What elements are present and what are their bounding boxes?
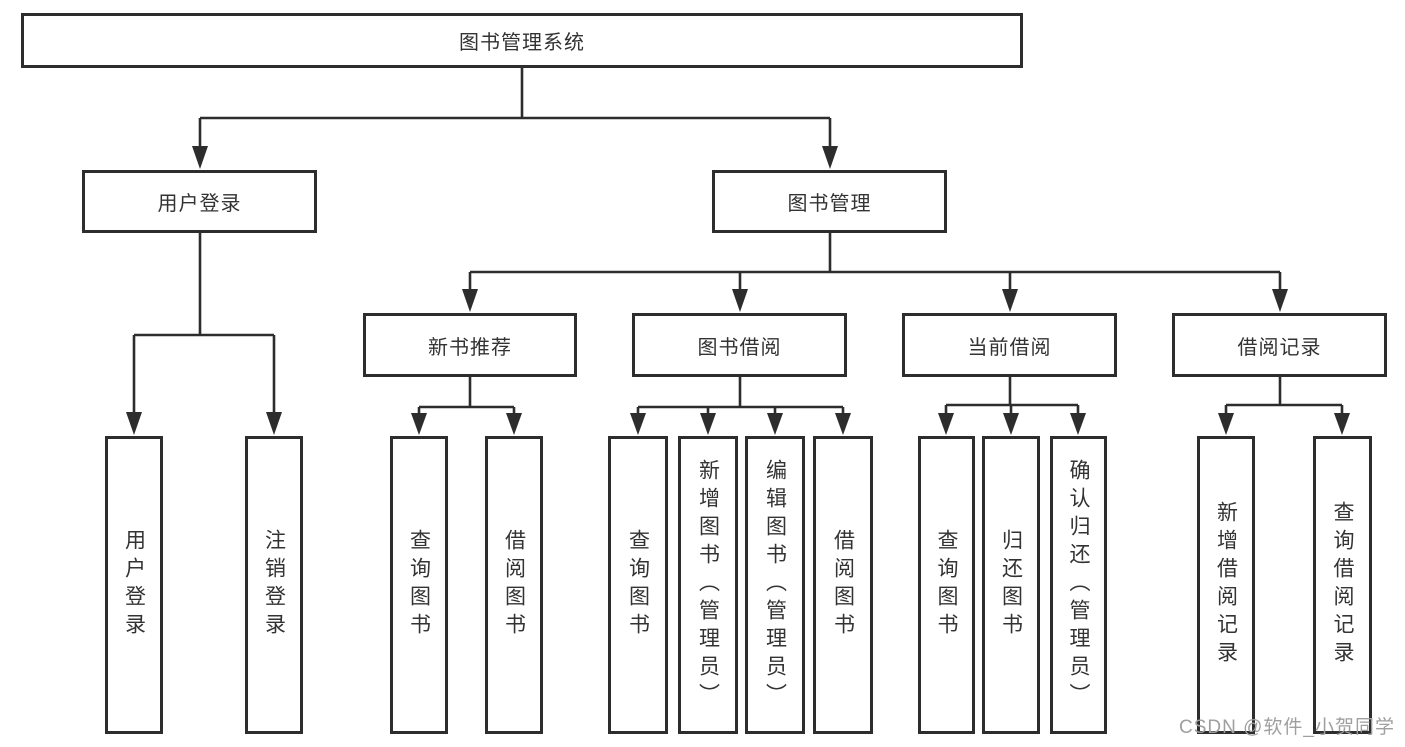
node-query-books-current: 查询图书: [918, 436, 975, 734]
node-label: 编辑图书（管理员）: [763, 459, 787, 711]
node-label: 新增图书（管理员）: [696, 459, 720, 711]
node-label: 查询借阅记录: [1331, 501, 1354, 669]
node-query-borrow-record: 查询借阅记录: [1313, 436, 1372, 734]
node-book-borrowing: 图书借阅: [632, 313, 847, 377]
node-library-management-system: 图书管理系统: [21, 13, 1023, 68]
arrowheads: [126, 146, 1350, 435]
node-label: 图书借阅: [697, 336, 782, 359]
node-label: 用户登录: [157, 193, 242, 215]
node-label: 借阅图书: [831, 529, 855, 641]
node-label: 新增借阅记录: [1214, 501, 1238, 669]
node-borrowing-records: 借阅记录: [1172, 313, 1387, 377]
node-query-books-borrowing: 查询图书: [608, 436, 668, 734]
node-user-login: 用户登录: [82, 170, 317, 233]
node-book-management: 图书管理: [712, 170, 947, 233]
node-label: 查询图书: [935, 529, 958, 641]
node-label: 查询图书: [626, 529, 650, 641]
node-logout: 注销登录: [245, 436, 303, 734]
node-label: 确认归还（管理员）: [1067, 459, 1090, 711]
node-label: 当前借阅: [967, 336, 1052, 359]
node-confirm-return-admin: 确认归还（管理员）: [1050, 436, 1107, 734]
node-label: 图书管理系统: [459, 32, 585, 54]
node-label: 新书推荐: [428, 336, 512, 359]
node-add-books-admin: 新增图书（管理员）: [678, 436, 738, 734]
node-borrow-books-borrowing: 借阅图书: [813, 436, 873, 734]
node-label: 借阅图书: [502, 529, 526, 641]
node-query-books-recommend: 查询图书: [390, 436, 448, 734]
node-label: 查询图书: [407, 529, 431, 641]
node-add-borrow-record: 新增借阅记录: [1197, 436, 1255, 734]
node-new-book-recommendation: 新书推荐: [363, 313, 577, 377]
node-user-login-action: 用户登录: [105, 436, 163, 734]
node-edit-books-admin: 编辑图书（管理员）: [745, 436, 805, 734]
node-label: 图书管理: [787, 193, 872, 215]
node-current-borrowing: 当前借阅: [902, 313, 1117, 377]
node-label: 归还图书: [999, 529, 1023, 641]
watermark: CSDN @软件_小贺同学: [1179, 717, 1395, 738]
node-label: 注销登录: [262, 529, 286, 641]
node-label: 借阅记录: [1237, 336, 1322, 359]
node-borrow-books-recommend: 借阅图书: [485, 436, 543, 734]
node-return-books: 归还图书: [982, 436, 1040, 734]
node-label: 用户登录: [122, 529, 146, 641]
